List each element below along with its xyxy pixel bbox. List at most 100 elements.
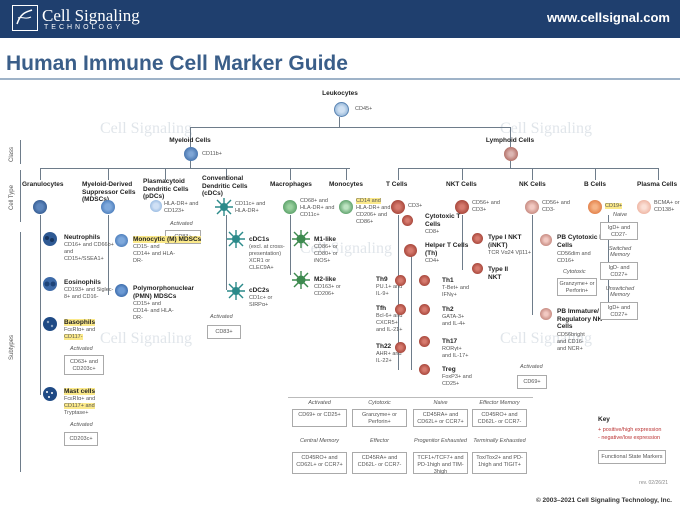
row-bracket [20, 140, 21, 164]
connector [190, 160, 191, 168]
mono-marker-1: CD14 and [356, 198, 381, 204]
myeloid-cell-icon [184, 147, 198, 161]
watermark: Cell Signaling [100, 120, 192, 137]
th17-markers: RORγt+ and IL-17+ [442, 346, 469, 359]
connector [462, 215, 463, 270]
nkcells-label: NK Cells [519, 181, 546, 188]
pmn-mdsc-icon [115, 284, 128, 297]
bcell-unswitched-title: Unswitched Memory [605, 286, 635, 298]
watermark: Cell Signaling [500, 330, 592, 347]
eosinophils-markers: CD193+ and Siglec-8+ and CD16- [64, 287, 114, 300]
myeloid-marker: CD11b+ [202, 151, 222, 157]
connector [346, 168, 347, 180]
states-bracket [288, 397, 533, 398]
m-mdsc-markers: CD15- and CD14+ and HLA-DR- [133, 244, 176, 264]
leukocytes-label: Leukocytes [322, 90, 358, 97]
th22-icon [395, 342, 406, 353]
tcell-icon [391, 200, 405, 214]
mast-marker-3: Tryptase+ [64, 410, 89, 416]
connector [40, 215, 41, 395]
row-label-subtypes: Subtypes [9, 334, 15, 360]
cdc1-icon [227, 230, 245, 253]
state-title: Central Memory [299, 438, 340, 444]
bcell-unswitched-box: IgD+ and CD27+ [600, 302, 638, 320]
connector [532, 168, 533, 180]
key-positive: + positive/high expression [598, 427, 662, 433]
connector [290, 215, 291, 275]
mast-marker-2: CD117+ and [64, 403, 95, 409]
basophils-activated-title: Activated [70, 346, 93, 352]
th-icon [404, 244, 417, 257]
mast-activated-title: Activated [70, 422, 93, 428]
basophils-label: Basophils [64, 319, 96, 326]
th-label: Helper T Cells (Th) [425, 242, 469, 257]
granulocytes-label: Granulocytes [22, 181, 64, 188]
pdc-icon [150, 200, 162, 212]
nkt2-icon [472, 263, 483, 274]
inkt-marker: TCR Vα24 Vβ11+ [488, 250, 532, 256]
pb-regulatory-label: PB Immature/ Regulatory NK Cells [557, 308, 603, 330]
connector [290, 168, 291, 180]
nk-activated-box: CD69+ [517, 375, 547, 389]
ctl-icon [402, 215, 413, 226]
inkt-icon [472, 233, 483, 244]
state-title: Activated [308, 400, 331, 406]
m1-markers: CD86+ or CD80+ or iNOS+ [314, 244, 338, 264]
state-box: Granzyme+ or Perforin+ [352, 409, 407, 427]
state-box: CD45RA+ and CD62L- or CCR7- [352, 452, 407, 474]
watermark: Cell Signaling [100, 330, 192, 347]
mast-cell-icon [40, 386, 60, 402]
connector [462, 168, 463, 180]
state-box: CD45RA+ and CD62L+ or CCR7+ [413, 409, 468, 427]
cdc2-label: cDC2s [249, 287, 270, 294]
mast-marker-1: FcεRIα+ and [64, 396, 96, 402]
th1-icon [419, 275, 430, 286]
cdc-marker-1: CD11c+ and [235, 201, 266, 207]
m-mdsc-icon [115, 234, 128, 247]
th9-markers: PU.1+ and IL-9+ [376, 284, 403, 297]
key-title: Key [598, 416, 610, 423]
connector [398, 168, 399, 180]
pb-cytotoxic-label: PB Cytotoxic NK Cells [557, 234, 609, 249]
connector [190, 127, 191, 147]
state-title: Naive [433, 400, 448, 406]
copyright: © 2003–2021 Cell Signaling Technology, I… [535, 497, 672, 504]
key-functional-box: Functional State Markers [598, 450, 666, 464]
th2-label: Th2 [442, 306, 454, 313]
header-bar [0, 0, 680, 38]
bcells-label: B Cells [584, 181, 607, 188]
plasma-marker-1: BCMA+ or [654, 200, 680, 206]
tfh-label: Tfh [376, 305, 387, 312]
bcell-switched-box: IgD- and CD27+ [600, 262, 638, 280]
state-box: Tox/Tox2+ and PD-1high and TIGIT+ [472, 452, 527, 474]
pb-cytotoxic-sub-title: Cytotoxic [563, 269, 586, 275]
mdsc-icon [101, 200, 115, 214]
pdc-label: Plasmacytoid Dendritic Cells (pDCs) [143, 178, 189, 200]
state-box: CD45RO+ and CD62L+ or CCR7+ [292, 452, 347, 474]
revision-date: rev. 02/26/21 [639, 480, 668, 486]
nkt2-label: Type II NKT [488, 266, 509, 281]
connector [165, 168, 166, 180]
pmn-mdsc-markers: CD15+ and CD14- and HLA-DR- [133, 301, 174, 321]
nk-activated-title: Activated [520, 364, 543, 370]
watermark: Cell Signaling [500, 120, 592, 137]
cdc2-markers: CD1c+ or SIRPα+ [249, 295, 273, 308]
eosinophils-label: Eosinophils [64, 279, 101, 286]
eosinophil-icon [40, 276, 60, 292]
pdc-activated-title: Activated [170, 221, 193, 227]
m-mdsc-label: Monocytic (M) MDSCs [133, 236, 202, 243]
m1-label: M1-like [314, 236, 337, 243]
plasma-label: Plasma Cells [637, 181, 678, 188]
m2-markers: CD163+ or CD206+ [314, 284, 341, 297]
connector [398, 215, 399, 370]
cdc1-markers: (excl. at cross-presentation) XCR1 or CL… [249, 244, 285, 271]
connector [40, 168, 350, 169]
bcell-switched-title: Switched Memory [608, 246, 632, 258]
macro-marker-1: CD68+ and [300, 198, 328, 204]
th22-markers: AHR+ and IL-22+ [376, 351, 402, 364]
cdc-label: Conventional Dendritic Cells (cDCs) [202, 175, 248, 197]
macro-marker-3: CD11c+ [300, 212, 320, 218]
pb-cytotoxic-icon [540, 234, 552, 246]
site-link[interactable]: www.cellsignal.com [546, 10, 670, 25]
m1-icon [292, 230, 310, 253]
